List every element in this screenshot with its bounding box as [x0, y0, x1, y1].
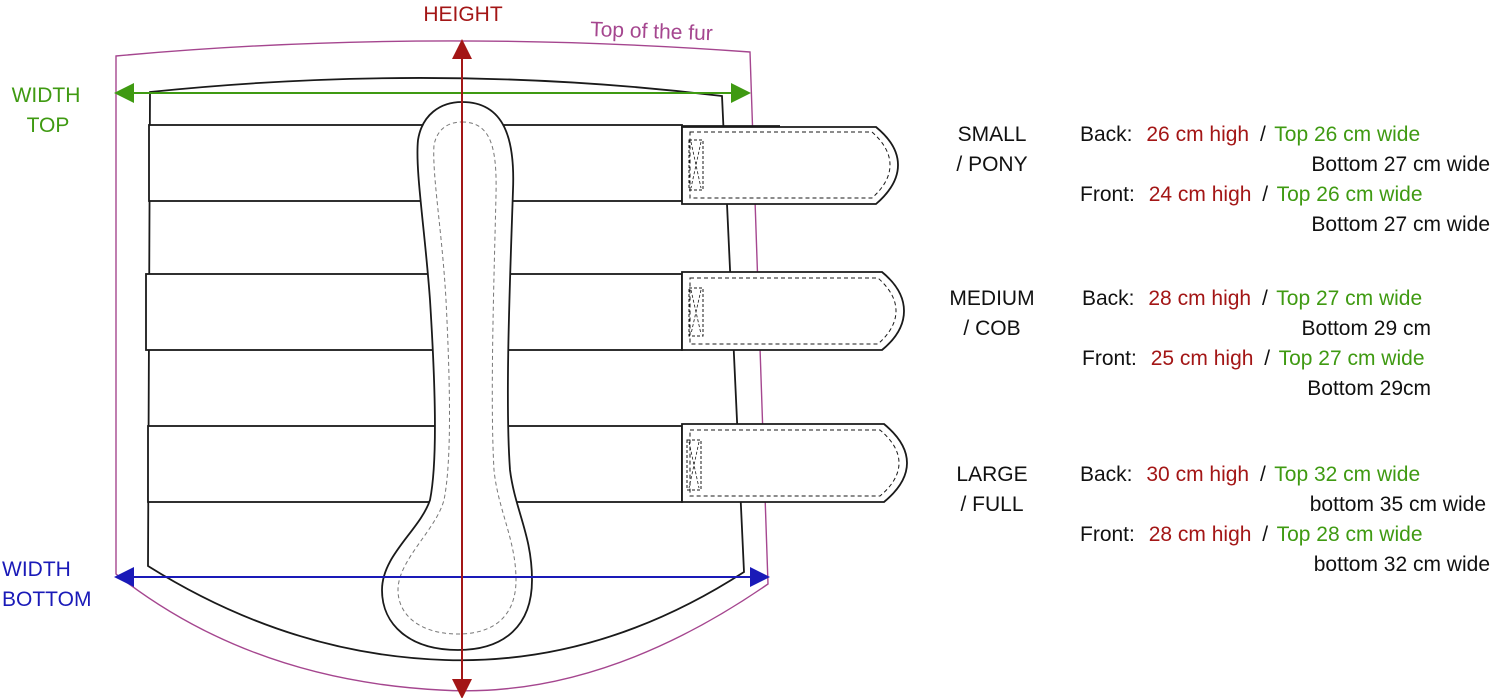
fur-outline: [115, 40, 769, 692]
size-small: SMALL / PONY Back: 26 cm high / Top 26 c…: [956, 123, 1490, 236]
separator: /: [1260, 463, 1266, 486]
separator: /: [1262, 287, 1268, 310]
strap-1: [148, 124, 899, 205]
front-bottom-width: Bottom 27 cm wide: [1311, 213, 1490, 236]
height-label: HEIGHT: [423, 3, 503, 26]
size-name-line1: MEDIUM: [949, 287, 1034, 310]
size-name-line1: SMALL: [958, 123, 1027, 146]
fur-label: Top of the fur: [590, 18, 713, 45]
size-name-line2: / FULL: [960, 493, 1023, 516]
size-name-line1: LARGE: [956, 463, 1027, 486]
front-top-width: Top 26 cm wide: [1277, 183, 1423, 206]
separator: /: [1262, 183, 1268, 206]
back-bottom-width: Bottom 27 cm wide: [1311, 153, 1490, 176]
front-height: 25 cm high: [1151, 347, 1254, 370]
tendon-guard-stitching: [397, 121, 517, 635]
front-label: Front:: [1080, 183, 1135, 206]
back-label: Back:: [1080, 463, 1133, 486]
width-top-label-line1: WIDTH: [12, 84, 81, 107]
back-measurement: Back: 26 cm high / Top 26 cm wide: [1080, 123, 1420, 146]
separator: /: [1260, 123, 1266, 146]
width-bottom-label-line1: WIDTH: [2, 558, 71, 581]
strap-3: [147, 423, 908, 503]
size-name-line2: / PONY: [956, 153, 1027, 176]
back-height: 28 cm high: [1148, 287, 1251, 310]
separator: /: [1262, 523, 1268, 546]
separator: /: [1264, 347, 1270, 370]
back-measurement: Back: 30 cm high / Top 32 cm wide: [1080, 463, 1420, 486]
front-top-width: Top 27 cm wide: [1279, 347, 1425, 370]
back-bottom-width: Bottom 29 cm: [1301, 317, 1431, 340]
back-measurement: Back: 28 cm high / Top 27 cm wide: [1082, 287, 1422, 310]
strap-2: [145, 271, 905, 351]
back-bottom-width: bottom 35 cm wide: [1310, 493, 1486, 516]
back-height: 26 cm high: [1146, 123, 1249, 146]
back-top-width: Top 26 cm wide: [1274, 123, 1420, 146]
front-label: Front:: [1080, 523, 1135, 546]
front-measurement: Front: 24 cm high / Top 26 cm wide: [1080, 183, 1423, 206]
back-height: 30 cm high: [1146, 463, 1249, 486]
front-bottom-width: Bottom 29cm: [1307, 377, 1431, 400]
back-top-width: Top 32 cm wide: [1274, 463, 1420, 486]
back-label: Back:: [1082, 287, 1135, 310]
size-name-line2: / COB: [963, 317, 1020, 340]
front-label: Front:: [1082, 347, 1137, 370]
size-large: LARGE / FULL Back: 30 cm high / Top 32 c…: [956, 463, 1490, 576]
front-measurement: Front: 28 cm high / Top 28 cm wide: [1080, 523, 1423, 546]
size-medium: MEDIUM / COB Back: 28 cm high / Top 27 c…: [949, 287, 1431, 400]
width-bottom-label-line2: BOTTOM: [2, 588, 91, 611]
front-top-width: Top 28 cm wide: [1277, 523, 1423, 546]
front-height: 28 cm high: [1149, 523, 1252, 546]
back-label: Back:: [1080, 123, 1133, 146]
front-measurement: Front: 25 cm high / Top 27 cm wide: [1082, 347, 1425, 370]
back-top-width: Top 27 cm wide: [1276, 287, 1422, 310]
width-top-label-line2: TOP: [27, 114, 70, 137]
front-height: 24 cm high: [1149, 183, 1252, 206]
front-bottom-width: bottom 32 cm wide: [1314, 553, 1490, 576]
